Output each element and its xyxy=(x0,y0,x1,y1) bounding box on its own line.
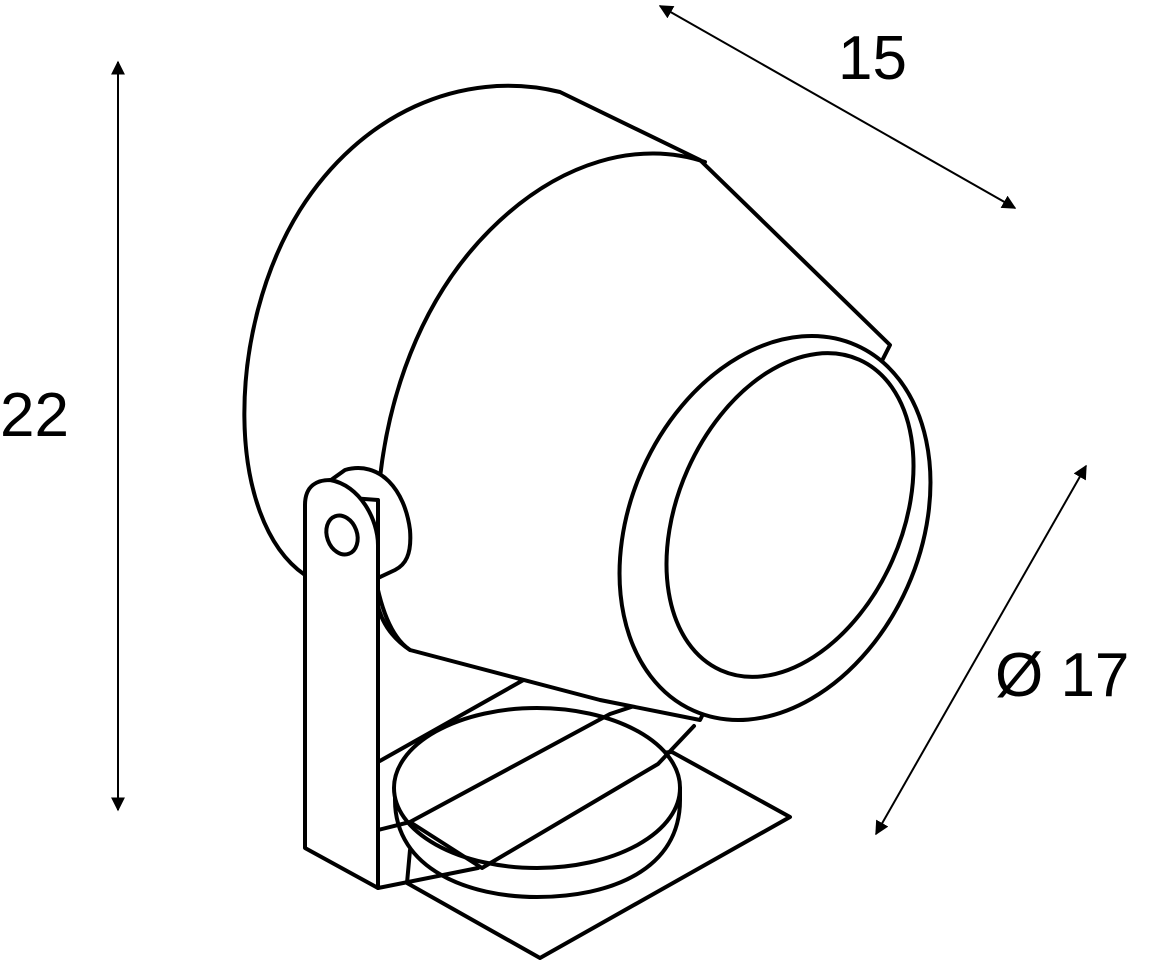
base-disk xyxy=(392,706,682,870)
depth-dimension-line xyxy=(658,5,1017,209)
diameter-label: Ø 17 xyxy=(995,641,1130,710)
lens-inner-ring xyxy=(664,351,916,679)
pivot-hole xyxy=(324,513,360,557)
front-housing-edge xyxy=(376,151,707,652)
depth-label: 15 xyxy=(838,24,907,93)
yoke-arm xyxy=(376,676,696,890)
diameter-dimension-line xyxy=(875,464,1087,836)
bracket-upright xyxy=(303,478,380,890)
height-label: 22 xyxy=(0,381,69,450)
